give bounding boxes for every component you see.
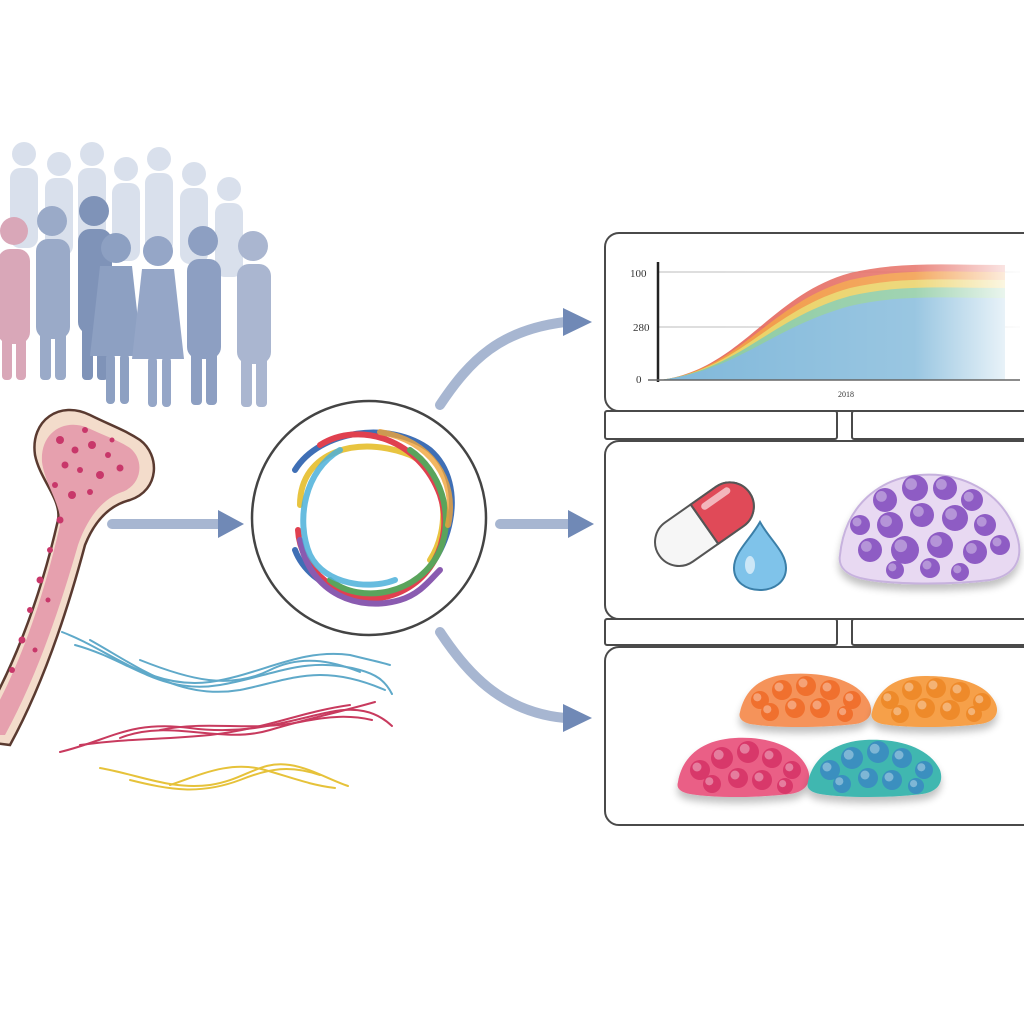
droplet-icon — [732, 519, 788, 592]
cell-highlight — [739, 743, 750, 754]
arrowheads — [218, 308, 594, 732]
cell-highlight — [845, 693, 854, 702]
cell-highlight — [953, 565, 962, 574]
cells-panel — [604, 646, 1024, 826]
cell-highlight — [904, 682, 914, 692]
cell-highlight — [922, 560, 932, 570]
cell-highlight — [976, 516, 987, 527]
pink-cells — [690, 741, 801, 794]
cell-cluster-icon — [838, 473, 1021, 585]
cell-highlight — [787, 700, 797, 710]
wave-signal-icon — [59, 631, 393, 791]
cell-highlight — [963, 491, 974, 502]
cell-highlight — [945, 508, 957, 520]
cell-highlight — [893, 707, 902, 716]
cell-highlight — [822, 682, 832, 692]
cell-highlight — [880, 515, 892, 527]
wave-yellow — [99, 763, 349, 791]
cell-highlight — [798, 678, 808, 688]
cell-highlight — [764, 750, 774, 760]
connector-right-2 — [851, 618, 1024, 646]
cell-highlight — [852, 517, 862, 527]
cell-highlight — [839, 708, 847, 716]
x-axis-label: 2018 — [838, 390, 854, 399]
teal-cells — [820, 741, 933, 794]
connector-right-1 — [851, 410, 1024, 440]
ring-network-icon — [250, 399, 488, 637]
cell-highlight — [692, 762, 702, 772]
y-tick-label: 0 — [636, 374, 642, 386]
cell-highlight — [843, 749, 854, 760]
cell-highlight — [942, 702, 952, 712]
arrows — [107, 317, 575, 723]
cell-highlight — [785, 763, 794, 772]
cell-highlight — [913, 506, 924, 517]
area-chart: 100 280 0 2018 — [630, 255, 1024, 399]
cell-highlight — [822, 762, 832, 772]
cell-highlight — [894, 750, 904, 760]
cell-highlight — [713, 749, 724, 760]
cell-cluster-amber — [871, 676, 998, 727]
connector-left-1 — [604, 410, 838, 440]
cell-cluster-pink — [677, 737, 810, 797]
people-crowd-icon — [0, 142, 271, 407]
cell-highlight — [905, 478, 917, 490]
cell-highlight — [753, 693, 762, 702]
cell-highlight — [917, 700, 927, 710]
cell-highlight — [883, 693, 892, 702]
cell-cluster-teal — [807, 739, 942, 797]
arrow-network-to-cells — [435, 627, 570, 723]
y-tick-label: 100 — [630, 268, 647, 280]
y-tick-label: 280 — [633, 322, 650, 334]
cell-highlight — [763, 705, 772, 714]
cell-highlight — [869, 743, 880, 754]
arrow-network-to-chart — [435, 317, 570, 410]
crowd-front-row — [0, 196, 271, 407]
cell-highlight — [894, 539, 908, 553]
cell-highlight — [884, 772, 894, 782]
cell-highlight — [774, 682, 784, 692]
wave-red — [59, 701, 393, 753]
capsule-icon — [654, 481, 755, 567]
purple-cells — [850, 475, 1010, 581]
cell-highlight — [952, 684, 962, 694]
cell-highlight — [910, 780, 918, 788]
cell-highlight — [968, 708, 976, 716]
cell-highlight — [992, 537, 1002, 547]
bone-icon — [0, 408, 156, 747]
connector-left-2 — [604, 618, 838, 646]
cell-highlight — [930, 535, 942, 547]
chart-fade — [660, 255, 1024, 385]
wave-blue — [61, 631, 393, 695]
cell-highlight — [779, 780, 787, 788]
cell-highlight — [876, 491, 887, 502]
cell-highlight — [861, 541, 872, 552]
amber-cells — [881, 678, 991, 723]
bone-marrow-dots — [9, 427, 124, 673]
cell-highlight — [888, 563, 897, 572]
cell-highlight — [975, 695, 984, 704]
cell-highlight — [812, 700, 822, 710]
cell-highlight — [730, 770, 740, 780]
cell-highlight — [835, 777, 844, 786]
cell-highlight — [917, 763, 926, 772]
cell-highlight — [936, 479, 947, 490]
cell-cluster-orange — [739, 673, 872, 727]
cell-highlight — [860, 770, 870, 780]
orange-cells — [751, 676, 861, 722]
cell-highlight — [928, 680, 938, 690]
cell-highlight — [966, 543, 977, 554]
cell-highlight — [754, 772, 764, 782]
cell-highlight — [705, 777, 714, 786]
